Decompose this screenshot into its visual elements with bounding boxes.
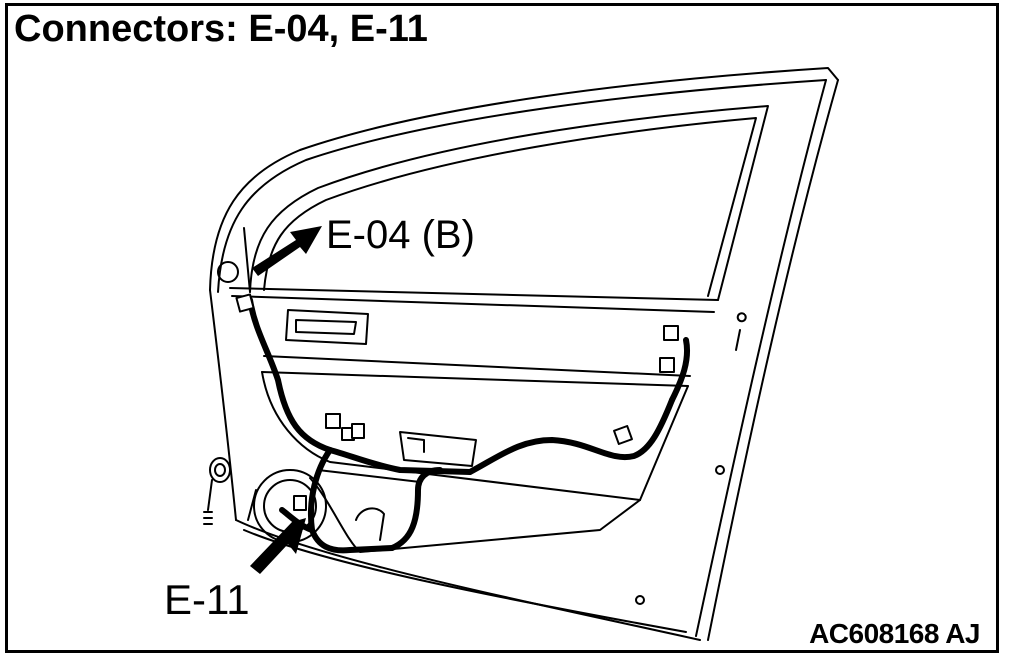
wiring-harness	[247, 297, 690, 554]
door-pocket	[309, 469, 641, 553]
grommet-plug	[203, 457, 231, 525]
callout-label-e04: E-04 (B)	[326, 213, 475, 257]
belt-line	[229, 287, 719, 501]
page-title: Connectors: E-04, E-11	[14, 8, 428, 50]
inner-door-handle	[285, 309, 369, 345]
callout-label-e11: E-11	[164, 576, 250, 623]
hinge-parts	[217, 261, 747, 605]
window-frame	[243, 105, 769, 301]
arrow-e11	[250, 518, 306, 574]
door-outline	[209, 67, 839, 641]
figure-code: AC608168 AJ	[809, 618, 980, 649]
harness-connectors	[235, 293, 679, 511]
arrow-e04	[252, 226, 322, 276]
armrest-pocket	[399, 431, 477, 467]
diagram-frame	[5, 3, 999, 653]
